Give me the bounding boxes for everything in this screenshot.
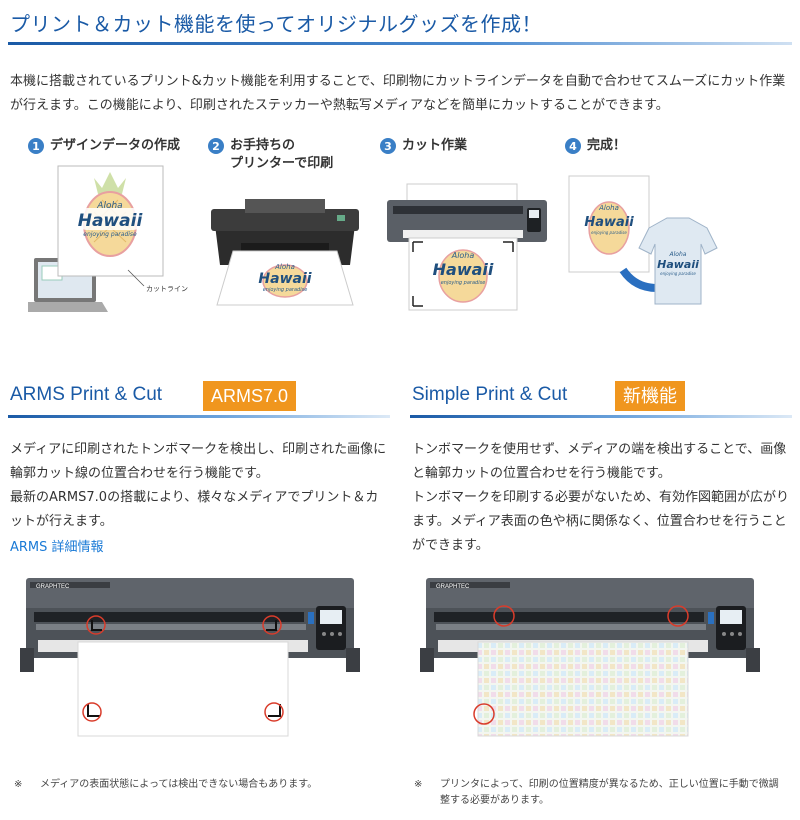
arms-footnote: ※ メディアの表面状態によっては検出できない場合もあります。 — [14, 777, 384, 793]
machine-brand-label: GRAPHTEC — [436, 584, 470, 590]
step-label: 完成！ — [587, 138, 627, 153]
note-mark: ※ — [14, 779, 23, 790]
step-number-badge: 3 — [380, 138, 396, 154]
artwork-line2: Hawaii — [258, 271, 311, 287]
page-title: プリント＆カット機能を使ってオリジナルグッズを作成！ — [10, 12, 542, 36]
arms-description: メディアに印刷されたトンボマークを検出し、印刷された画像に輪郭カット線の位置合わ… — [10, 438, 388, 534]
step-number-badge: 4 — [565, 138, 581, 154]
step-number-badge: 2 — [208, 138, 224, 154]
step-label: カット作業 — [402, 138, 468, 153]
step2-printer-illustration: Aloha Hawaii enjoying paradise — [211, 199, 359, 306]
step1-design-illustration: Aloha Hawaii enjoying paradise カットライン — [28, 165, 188, 312]
simple-section-title: Simple Print & Cut — [412, 384, 568, 405]
artwork-line3: enjoying paradise — [591, 230, 627, 235]
artwork-line3: enjoying paradise — [263, 287, 308, 293]
simple-desc-2: トンボマークを印刷する必要がないため、有効作図範囲が広がります。メディア表面の色… — [412, 490, 790, 553]
artwork-line3: enjoying paradise — [441, 280, 486, 286]
artwork-line1: Aloha — [451, 251, 475, 260]
simple-section-divider — [410, 415, 792, 418]
arms-section-divider — [8, 415, 390, 418]
new-feature-badge: 新機能 — [615, 381, 685, 411]
arms-details-link[interactable]: ARMS 詳細情報 — [10, 540, 104, 555]
note-text: メディアの表面状態によっては検出できない場合もあります。 — [40, 779, 318, 790]
note-mark: ※ — [414, 779, 423, 790]
arms-cutter-image: GRAPHTEC — [20, 578, 360, 737]
title-divider — [8, 42, 792, 45]
artwork-line1: Aloha — [96, 201, 122, 211]
step-1: 1 デザインデータの作成 — [28, 137, 180, 155]
simple-description: トンボマークを使用せず、メディアの端を検出することで、画像と輪郭カットの位置合わ… — [412, 438, 790, 558]
artwork-line3: enjoying paradise — [83, 231, 137, 238]
artwork-line2: Hawaii — [584, 215, 634, 230]
step-2: 2 お手持ちの プリンターで印刷 — [208, 137, 333, 173]
intro-text: 本機に搭載されているプリント&カット機能を利用することで、印刷物にカットラインデ… — [10, 74, 786, 113]
artwork-line2: Hawaii — [433, 260, 494, 279]
arms-section-title: ARMS Print & Cut — [10, 384, 163, 405]
artwork-line2: Hawaii — [78, 211, 144, 231]
machine-brand-label: GRAPHTEC — [36, 584, 70, 590]
note-text: プリンタによって、印刷の位置精度が異なるため、正しい位置に手動で微調整する必要が… — [440, 779, 779, 806]
artwork-line2: Hawaii — [657, 258, 699, 271]
step-label: デザインデータの作成 — [50, 138, 181, 153]
arms-desc-1: メディアに印刷されたトンボマークを検出し、印刷された画像に輪郭カット線の位置合わ… — [10, 442, 387, 481]
step4-finished-illustration: Aloha Hawaii enjoying paradise Aloha Haw… — [568, 175, 718, 305]
artwork-line1: Aloha — [598, 204, 619, 212]
artwork-line1: Aloha — [669, 251, 687, 258]
artwork-line3: enjoying paradise — [660, 271, 696, 276]
simple-cutter-image: GRAPHTEC — [420, 578, 760, 737]
step3-cutter-illustration: Aloha Hawaii enjoying paradise — [387, 183, 547, 311]
step-label: お手持ちの プリンターで印刷 — [230, 138, 334, 171]
step-4: 4 完成！ — [565, 137, 626, 155]
artwork-line1: Aloha — [274, 263, 295, 271]
arms-desc-2: 最新のARMS7.0の搭載により、様々なメディアでプリント＆カットが行えます。 — [10, 490, 379, 529]
step-3: 3 カット作業 — [380, 137, 467, 155]
step-number-badge: 1 — [28, 138, 44, 154]
cut-line-label: カットライン — [146, 285, 188, 293]
simple-footnote: ※ プリンタによって、印刷の位置精度が異なるため、正しい位置に手動で微調整する必要… — [414, 777, 784, 809]
arms-version-badge: ARMS7.0 — [203, 381, 297, 411]
simple-desc-1: トンボマークを使用せず、メディアの端を検出することで、画像と輪郭カットの位置合わ… — [412, 442, 787, 481]
